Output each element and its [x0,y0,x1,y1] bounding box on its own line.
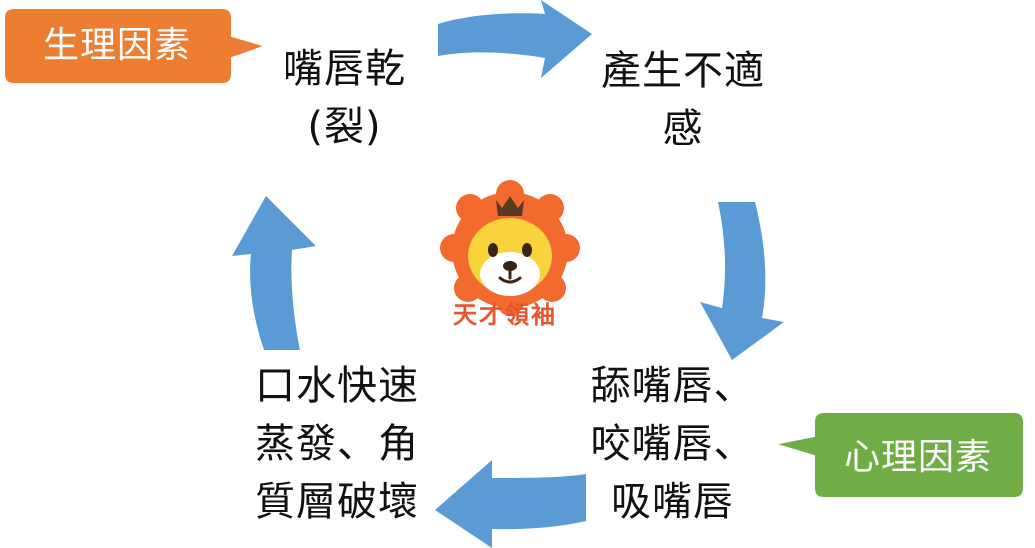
callout-psychological-label: 心理因素 [843,437,992,478]
callout-psychological-shape [773,411,1025,499]
node-discomfort: 產生不適 感 [601,48,765,152]
arrow-left-icon [232,196,316,350]
arrow-top-icon [438,0,592,78]
node-evaporation: 口水快速 蒸發、角 質層破壞 [255,363,419,525]
arrow-right-icon [700,202,784,360]
node-dry-lips: 嘴唇乾 (裂) [283,46,406,150]
arrow-bottom-icon [435,460,586,548]
brand-name: 天才領袖 [453,301,557,329]
callout-physiological-label: 生理因素 [42,25,191,66]
node-lip-habits: 舔嘴唇、 咬嘴唇、 吸嘴唇 [590,363,755,525]
lion-mascot-icon [440,180,580,316]
callout-physiological-shape [3,7,270,85]
